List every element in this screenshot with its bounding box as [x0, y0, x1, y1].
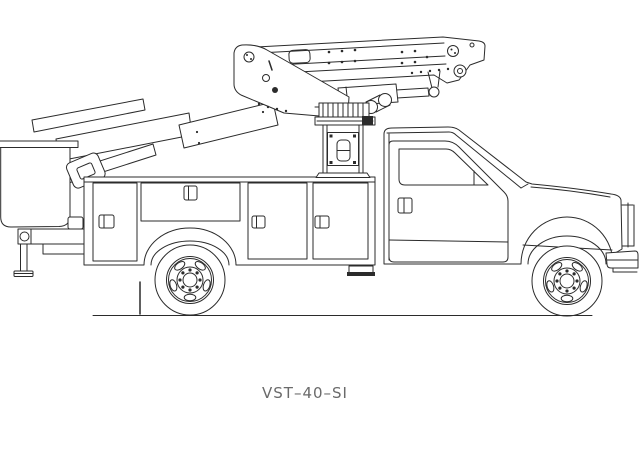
lug-nuts — [555, 269, 579, 293]
bucket-body — [1, 148, 70, 228]
cowl-line — [521, 184, 528, 188]
boom-access-plate — [289, 49, 311, 63]
turret — [315, 103, 375, 125]
lift-cylinder — [338, 71, 440, 106]
compartment-door-mid — [141, 183, 240, 221]
plate-corner-marks — [329, 134, 356, 164]
door-latch — [184, 186, 197, 200]
pedestal-base — [316, 173, 370, 178]
bucket-lip — [0, 141, 78, 148]
compartment-door-rear — [93, 183, 137, 261]
cab-door — [389, 141, 508, 262]
roof-drip-rail — [387, 132, 521, 188]
door-crease — [389, 240, 508, 242]
model-label: VST–40–SI — [262, 384, 348, 402]
boom-tip-bracket — [448, 43, 475, 77]
door-latch — [99, 215, 114, 228]
lug-nuts — [178, 268, 202, 292]
hub — [554, 268, 580, 294]
outrigger-leg — [21, 244, 28, 271]
outrigger-bracket — [43, 244, 90, 254]
door-latch — [315, 216, 329, 228]
door-latch — [252, 216, 265, 228]
door-handle — [398, 198, 412, 213]
body-step — [347, 266, 375, 276]
rear-fender-arch — [151, 241, 229, 265]
cab-outline — [384, 127, 622, 264]
front-fender-flare — [528, 236, 606, 264]
outrigger-pin — [20, 232, 29, 241]
outrigger — [14, 229, 90, 277]
door-window — [399, 149, 488, 185]
bucket-step-bracket — [68, 217, 83, 229]
turret-valve-block — [362, 116, 373, 125]
pedestal-plate — [328, 133, 359, 166]
boom-rivets — [195, 110, 265, 145]
rear-wheel — [155, 245, 225, 315]
bucket — [0, 141, 83, 229]
front-grille — [622, 203, 634, 247]
boom-mid-section — [179, 102, 278, 148]
compartment-door-front — [313, 183, 368, 259]
boom-bolt-pattern — [327, 48, 450, 75]
front-wheel — [532, 246, 602, 316]
pivot-pin — [244, 52, 254, 62]
rim-slots — [546, 261, 589, 302]
boom-elbow-plate — [234, 45, 349, 117]
leveling-arm — [32, 99, 145, 132]
rim-slots — [169, 260, 212, 301]
cylinder-clevis — [429, 87, 439, 97]
service-body — [84, 177, 375, 265]
turret-fins — [323, 103, 363, 117]
hood-inner-line — [531, 187, 610, 197]
truck-cab — [384, 127, 622, 264]
cylinder-rod — [396, 88, 429, 98]
hub — [177, 267, 203, 293]
turret-fin-block — [319, 103, 369, 117]
compartment-door-3 — [248, 183, 307, 259]
elbow-bolts — [257, 102, 288, 113]
front-bumper — [606, 251, 638, 272]
pedestal — [316, 125, 370, 178]
